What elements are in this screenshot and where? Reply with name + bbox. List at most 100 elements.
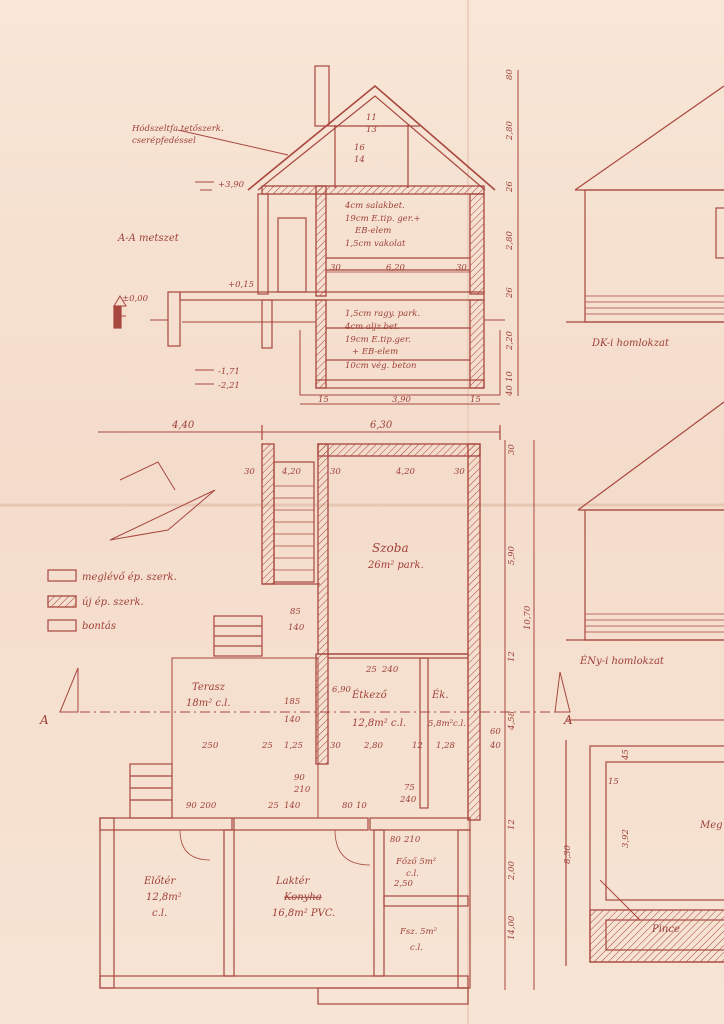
svg-text:80: 80: [505, 69, 515, 80]
svg-text:25: 25: [261, 741, 273, 751]
terrace-footing: [167, 291, 181, 347]
floor-plan: [59, 425, 571, 1005]
door-dimension-labels: 85 140 90 200 75 240 90 210 80 210 2,50 …: [186, 607, 421, 889]
legend-new: új ép. szerk.: [82, 597, 144, 608]
room-szoba-area: 26m² park.: [367, 560, 424, 571]
cellar-floor: [315, 379, 485, 389]
room-fozo: Főző 5m²: [395, 856, 437, 867]
svg-text:2,20: 2,20: [505, 330, 515, 351]
room-eloter-floor: c.l.: [152, 908, 167, 919]
svg-text:30: 30: [330, 263, 341, 273]
room-fsz-floor: c.l.: [410, 943, 423, 953]
legend-swatch-demolish: [47, 619, 77, 632]
room-eloter: Előtér: [143, 876, 176, 887]
svg-text:10: 10: [356, 801, 367, 811]
room-etkezo-area: 12,8m² c.l.: [352, 718, 406, 729]
svg-text:12: 12: [507, 651, 517, 662]
svg-text:85: 85: [290, 607, 301, 617]
svg-text:30: 30: [244, 467, 255, 477]
elev-low2: -2,21: [218, 381, 240, 391]
elev-terrace: +0,15: [228, 280, 254, 290]
layer-lower-4: + EB-elem: [352, 347, 398, 357]
label-dk-elevation: DK-i homlokzat: [591, 338, 670, 349]
plan-mid-dims: 250 25 1,25 30 2,80 12 1,28: [201, 741, 456, 751]
room-lakoter: Laktér: [275, 876, 311, 887]
floor-slab: [179, 291, 485, 301]
svg-text:140: 140: [284, 715, 301, 725]
svg-text:30: 30: [330, 467, 341, 477]
stair-wall-left: [261, 443, 275, 585]
svg-text:240: 240: [399, 795, 417, 805]
section-vertical-dims: 80 2,80 26 2,80 26 2,20 10 40: [505, 69, 515, 397]
plan-wall-dims: 30 4,20 30 4,20 30: [244, 467, 465, 477]
roof-beam: [261, 185, 485, 195]
room-fozo-floor: c.l.: [406, 869, 419, 879]
svg-text:13: 13: [366, 125, 377, 135]
wall-ek: [419, 657, 429, 809]
wall-top: [317, 443, 481, 457]
label-eny-elevation: ÉNy-i homlokzat: [579, 655, 665, 667]
elevation-dk: [566, 85, 724, 323]
svg-text:11: 11: [366, 113, 377, 123]
room-ek: Ék.: [431, 689, 449, 701]
svg-text:185: 185: [284, 697, 300, 707]
cellar-label: Pince: [651, 924, 680, 935]
elev-top: +3,90: [218, 180, 245, 190]
svg-text:5,90: 5,90: [507, 545, 517, 565]
svg-text:200: 200: [199, 801, 217, 811]
svg-text:2,80: 2,80: [363, 741, 384, 751]
layer-lower-2: 4cm aljz.bet.: [344, 322, 400, 332]
wall-eloter-lakoter: [223, 829, 235, 977]
svg-text:1,25: 1,25: [284, 741, 303, 751]
upper-layers: 4cm salakbet. 19cm E.tip. ger.+ EB-elem …: [344, 201, 421, 249]
svg-text:30: 30: [456, 263, 467, 273]
room-ek-area: 5,8m²c.l.: [428, 719, 466, 729]
svg-text:2,00: 2,00: [507, 860, 517, 881]
legend-demolish: bontás: [82, 621, 116, 632]
svg-text:40: 40: [489, 741, 501, 751]
wall-bottom-left: [99, 817, 115, 989]
svg-text:26: 26: [505, 287, 515, 299]
section-title: A-A metszet: [117, 233, 180, 244]
legend: meglévő ép. szerk. új ép. szerk. bontás: [47, 569, 177, 632]
inner-wall: [315, 185, 327, 297]
cellar-plan: [565, 719, 724, 966]
svg-text:15: 15: [470, 395, 481, 405]
right-wall-upper: [469, 193, 485, 295]
svg-text:8,30: 8,30: [563, 844, 573, 864]
wall-inner-left: [317, 443, 329, 655]
room-terasz-area: 18m² c.l.: [186, 698, 231, 709]
svg-text:80: 80: [390, 835, 401, 845]
wall-eloter-top: [99, 817, 233, 831]
layer-upper-2: 19cm E.tip. ger.+: [345, 214, 421, 224]
elev-ground: ±0,00: [122, 294, 149, 304]
svg-text:240: 240: [381, 665, 399, 675]
svg-text:2,80: 2,80: [505, 230, 515, 251]
left-wall-upper: [257, 193, 269, 295]
dim-top-1: 4,40: [171, 420, 195, 431]
svg-text:140: 140: [284, 801, 301, 811]
room-fsz: Fsz. 5m²: [399, 927, 438, 937]
svg-text:10: 10: [505, 371, 515, 382]
cellar-dims: 45 15 8,30 3,92: [563, 749, 631, 864]
svg-text:12: 12: [507, 819, 517, 830]
svg-text:210: 210: [403, 835, 421, 845]
svg-text:25: 25: [365, 665, 377, 675]
wall-bottom: [99, 975, 469, 989]
layer-upper-1: 4cm salakbet.: [344, 201, 405, 211]
cellar-wall-left: [315, 299, 327, 389]
svg-text:26: 26: [505, 181, 515, 193]
room-szoba: Szoba: [372, 541, 409, 555]
svg-text:6,20: 6,20: [386, 263, 406, 273]
layer-upper-3: EB-elem: [354, 226, 391, 236]
svg-text:16: 16: [354, 143, 365, 153]
svg-text:14: 14: [354, 155, 365, 165]
legend-swatch-new: [47, 595, 77, 608]
chimney: [314, 65, 330, 127]
door-opening: [277, 217, 307, 293]
svg-text:210: 210: [293, 785, 311, 795]
svg-text:2,80: 2,80: [505, 120, 515, 141]
svg-text:10,70: 10,70: [523, 605, 533, 630]
